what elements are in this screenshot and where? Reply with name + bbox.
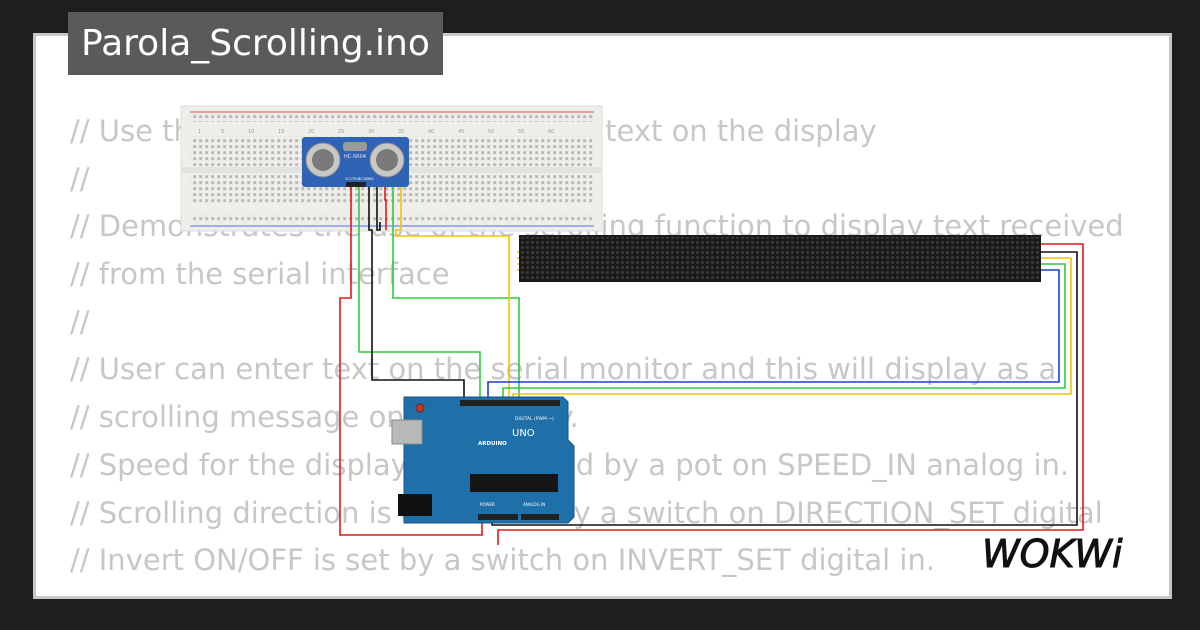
power-jack bbox=[398, 494, 432, 516]
breadboard-col-number: 45 bbox=[458, 129, 464, 135]
sensor-label: HC-SR04 bbox=[344, 154, 366, 160]
wire-green[interactable] bbox=[358, 186, 481, 405]
wire-green[interactable] bbox=[392, 186, 520, 405]
wire-blue[interactable] bbox=[487, 269, 1060, 405]
wire-red[interactable] bbox=[384, 186, 387, 230]
breadboard-col-number: 50 bbox=[488, 129, 494, 135]
analog-header bbox=[521, 514, 559, 520]
wire-red[interactable] bbox=[497, 243, 1084, 545]
breadboard-col-number: 35 bbox=[398, 129, 404, 135]
breadboard-col-number: 60 bbox=[548, 129, 554, 135]
code-line: // Scrolling direction is controlled by … bbox=[70, 495, 1103, 530]
ultrasonic-sensor[interactable]: HC-SR04 VCC TRIG ECHO GND bbox=[302, 137, 409, 187]
sensor-pin-label: GND bbox=[366, 177, 374, 181]
project-title: Parola_Scrolling.ino bbox=[68, 12, 443, 75]
wire-yellow[interactable] bbox=[395, 186, 510, 405]
analog-label: ANALOG IN bbox=[523, 502, 545, 507]
reset-button[interactable] bbox=[415, 403, 425, 413]
arduino-uno-board[interactable]: DIGITAL (PWM ~) UNO ARDUINO ANALOG IN PO… bbox=[391, 396, 575, 524]
sensor-pin-label: ECHO bbox=[359, 177, 369, 181]
breadboard-col-number: 20 bbox=[308, 129, 314, 135]
usb-port bbox=[391, 419, 423, 445]
microcontroller-chip bbox=[470, 474, 558, 492]
sensor-pin-label: TRIG bbox=[351, 177, 361, 181]
sensor-pin-label: VCC bbox=[345, 177, 353, 181]
digital-header bbox=[460, 400, 560, 406]
wire-red[interactable] bbox=[339, 186, 483, 536]
code-line: // bbox=[70, 161, 90, 196]
breadboard-col-number: 40 bbox=[428, 129, 434, 135]
code-line: // Invert ON/OFF is set by a switch on I… bbox=[70, 543, 936, 578]
board-brand: ARDUINO bbox=[478, 441, 507, 447]
breadboard-col-number: 15 bbox=[278, 129, 284, 135]
code-line: // from the serial interface bbox=[70, 257, 450, 292]
digital-label: DIGITAL (PWM ~) bbox=[515, 416, 554, 422]
logo-text: WOKWi bbox=[982, 532, 1123, 576]
breadboard-col-number: 30 bbox=[368, 129, 374, 135]
code-line: // User can enter text on the serial mon… bbox=[70, 352, 1057, 387]
board-model: UNO bbox=[512, 428, 535, 439]
wire-green[interactable] bbox=[502, 263, 1066, 405]
breadboard-col-number: 5 bbox=[221, 129, 224, 135]
code-line: // bbox=[70, 304, 90, 339]
wire-black[interactable] bbox=[376, 186, 381, 231]
wokwi-logo: WOKWi bbox=[982, 532, 1124, 577]
wire-black[interactable] bbox=[368, 186, 465, 405]
power-label: POWER bbox=[480, 502, 495, 507]
breadboard-col-number: 55 bbox=[518, 129, 524, 135]
breadboard-col-number: 1 bbox=[198, 129, 201, 135]
power-header bbox=[478, 514, 518, 520]
code-line: // bbox=[70, 585, 1124, 596]
led-matrix-display[interactable] bbox=[519, 235, 1041, 282]
breadboard-col-number: 10 bbox=[248, 129, 254, 135]
breadboard-col-number: 25 bbox=[338, 129, 344, 135]
